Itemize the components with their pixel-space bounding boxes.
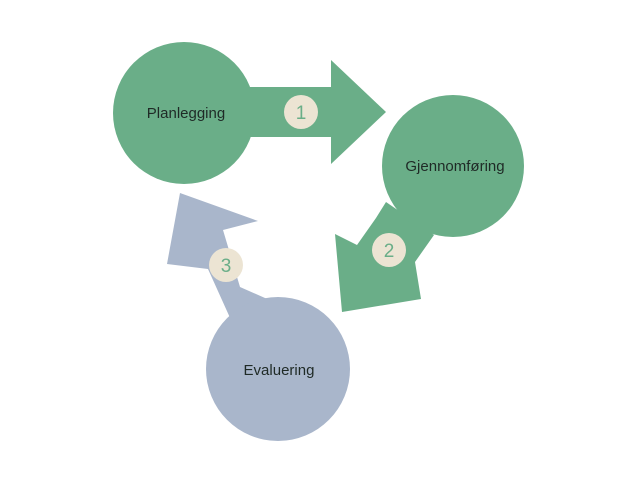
step-badge-1 [284, 95, 318, 129]
step-number-3: 3 [221, 256, 232, 277]
stage-label-gjennomforing: Gjennomføring [405, 158, 504, 175]
stage-circle-gjennomforing [382, 95, 524, 237]
step-number-1: 1 [296, 103, 307, 124]
stage-label-planlegging: Planlegging [147, 105, 225, 122]
stage-label-evaluering: Evaluering [244, 362, 315, 379]
step-badge-2 [372, 233, 406, 267]
stage-circle-planlegging [113, 42, 255, 184]
step-badge-3 [209, 248, 243, 282]
step-number-2: 2 [384, 241, 395, 262]
stage-circle-evaluering [206, 297, 350, 441]
